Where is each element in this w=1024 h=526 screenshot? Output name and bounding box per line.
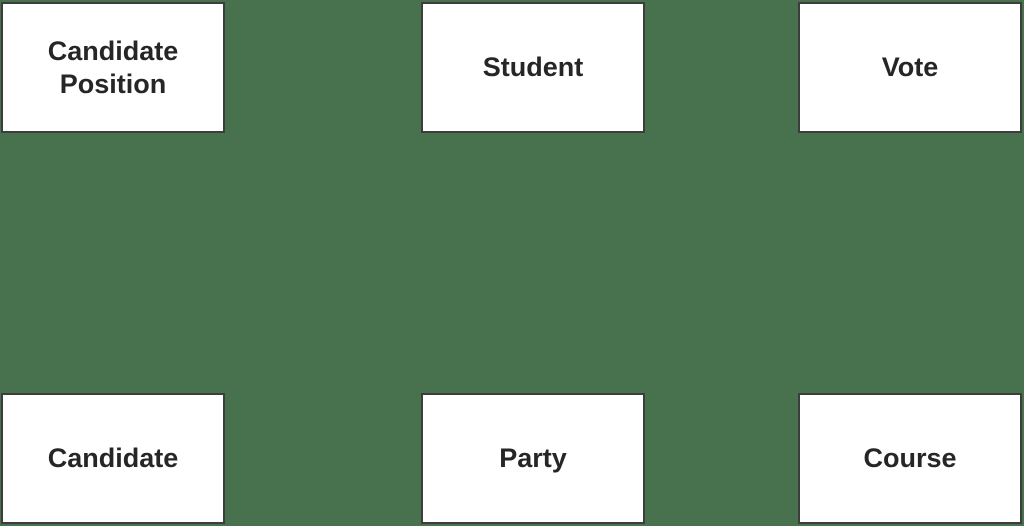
entity-node-candidate-position[interactable]: Candidate Position	[1, 2, 225, 133]
entity-node-student[interactable]: Student	[421, 2, 645, 133]
entity-label: Student	[482, 52, 584, 83]
entity-label: Candidate Position	[47, 36, 179, 99]
entity-node-vote[interactable]: Vote	[798, 2, 1022, 133]
entity-label: Candidate	[47, 443, 179, 474]
entity-node-party[interactable]: Party	[421, 393, 645, 524]
entity-node-course[interactable]: Course	[798, 393, 1022, 524]
entity-label: Party	[499, 443, 567, 474]
entity-label: Course	[863, 443, 957, 474]
entity-node-candidate[interactable]: Candidate	[1, 393, 225, 524]
entity-label: Vote	[881, 52, 939, 83]
